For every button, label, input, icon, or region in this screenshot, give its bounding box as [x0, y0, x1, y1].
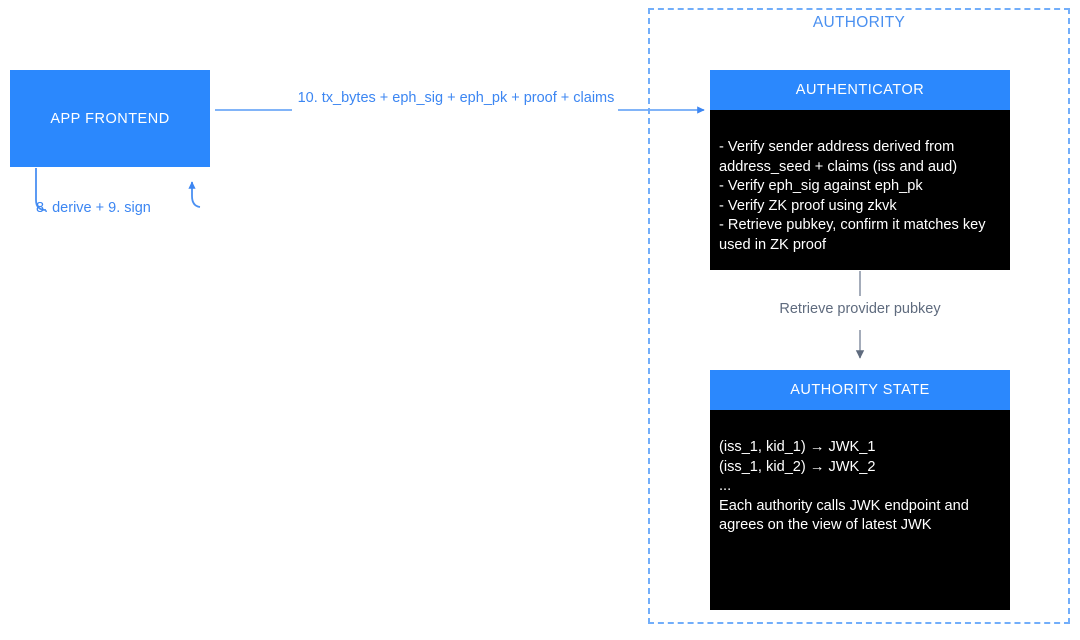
node-authority-state-body: (iss_1, kid_1) → JWK_1 (iss_1, kid_2) → …	[710, 410, 1010, 610]
node-authority-state[interactable]: AUTHORITY STATE (iss_1, kid_1) → JWK_1 (…	[710, 370, 1010, 610]
node-authority-state-header: AUTHORITY STATE	[710, 370, 1010, 410]
node-app-frontend[interactable]: APP FRONTEND	[10, 70, 210, 167]
authority-group-boundary	[648, 8, 1070, 624]
node-app-frontend-label: APP FRONTEND	[50, 110, 170, 127]
node-authenticator[interactable]: AUTHENTICATOR - Verify sender address de…	[710, 70, 1010, 270]
edge-label-retrieve-provider-pubkey: Retrieve provider pubkey	[779, 301, 941, 317]
authority-group-label: AUTHORITY	[812, 14, 906, 31]
edge-label-tx: 10. tx_bytes + eph_sig + eph_pk + proof …	[297, 90, 615, 106]
edge-label-derive-sign: 8. derive + 9. sign	[36, 200, 151, 216]
node-authenticator-header: AUTHENTICATOR	[710, 70, 1010, 110]
node-authenticator-body: - Verify sender address derived from add…	[710, 110, 1010, 270]
